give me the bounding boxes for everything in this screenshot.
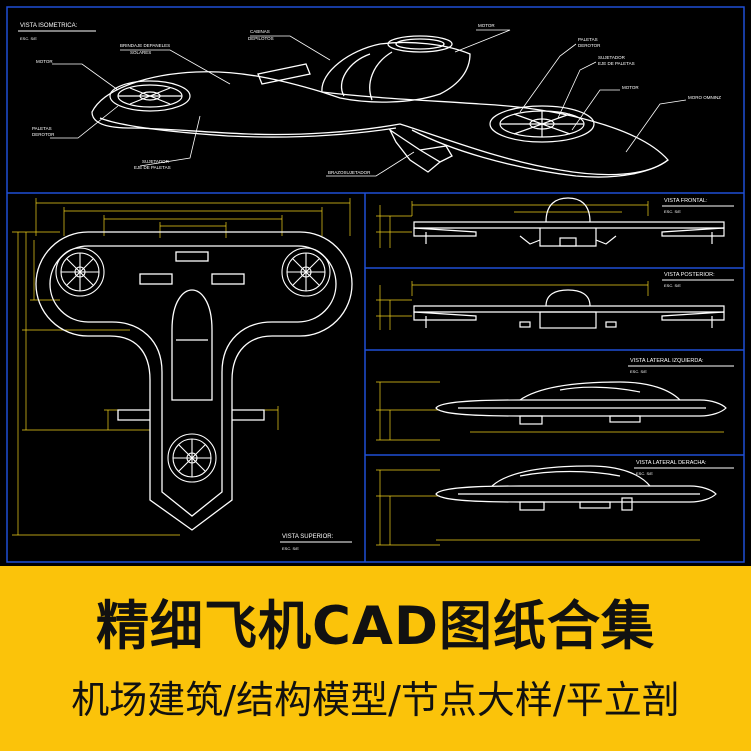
iso-title: VISTA ISOMETRICA:: [20, 23, 78, 29]
left-title: VISTA LATERAL IZQUIERDA:: [630, 358, 704, 364]
drawing-frames: [6, 6, 745, 563]
top-scale: ESC. S/E: [282, 546, 299, 551]
front-title: VISTA FRONTAL:: [664, 198, 708, 204]
label-paletas-l1: PALETAS: [32, 126, 52, 131]
right-scale: ESC. S/E: [636, 471, 653, 476]
iso-leaders: [50, 29, 687, 177]
label-cabin-2: DEPILOTOS: [248, 36, 274, 41]
label-solar-1: BRINDAJE DEPANELES: [120, 43, 170, 48]
label-sujetador-b1: SUJETADOR: [142, 159, 170, 164]
iso-scale: ESC. S/E: [20, 36, 37, 41]
isometric-view: VISTA ISOMETRICA: ESC. S/E: [18, 23, 721, 178]
left-aircraft: [435, 381, 727, 425]
iso-rotor-right: [489, 105, 595, 143]
label-motor-right: MOTOR: [622, 85, 639, 90]
front-aircraft: [413, 197, 725, 247]
left-dimensions: [376, 381, 724, 441]
rear-title: VISTA POSTERIOR:: [664, 272, 715, 278]
cad-drawing: VISTA ISOMETRICA: ESC. S/E: [6, 6, 745, 563]
label-paletas-r1: PALETAS: [578, 37, 598, 42]
left-scale: ESC. S/E: [630, 369, 647, 374]
label-brazo: BRAZOSUJETADOR: [328, 170, 371, 175]
rear-scale: ESC. S/E: [664, 283, 681, 288]
right-side-view: VISTA LATERAL DERACHA: ESC. S/E: [376, 460, 734, 546]
label-sujetador-r1: SUJETADOR: [598, 55, 626, 60]
label-paletas-l2: DEROTOR: [32, 132, 55, 137]
label-sujetador-r2: EJE DE PALETAS: [598, 61, 635, 66]
right-title: VISTA LATERAL DERACHA:: [636, 460, 707, 466]
top-view: VISTA SUPERIOR: ESC. S/E: [12, 198, 353, 551]
rear-view: VISTA POSTERIOR: ESC. S/E: [376, 272, 734, 330]
left-side-view: VISTA LATERAL IZQUIERDA: ESC. S/E: [376, 358, 734, 441]
title-banner: 精细飞机CAD图纸合集 机场建筑/结构模型/节点大样/平立剖: [0, 566, 751, 751]
top-rotor-right: [281, 247, 331, 297]
label-motor-left: MOTOR: [36, 59, 53, 64]
label-moro: MORO OMNINZ: [688, 95, 721, 100]
rear-aircraft: [413, 289, 725, 329]
iso-labels: MOTOR BRINDAJE DEPANELES SOLARES CABINAS…: [32, 23, 721, 175]
rear-dimensions: [376, 281, 649, 330]
label-cabin-1: CABINAS: [250, 29, 270, 34]
label-paletas-r2: DEROTOR: [578, 43, 601, 48]
front-view: VISTA FRONTAL: ESC. S/E: [376, 197, 734, 248]
top-rotor-tail: [167, 433, 217, 483]
top-title-block: VISTA SUPERIOR: ESC. S/E: [280, 534, 352, 551]
banner-subtitle: 机场建筑/结构模型/节点大样/平立剖: [71, 678, 680, 722]
front-dimensions: [376, 201, 649, 248]
label-sujetador-b2: EJE DE PALETAS: [134, 165, 171, 170]
top-title: VISTA SUPERIOR:: [282, 534, 334, 540]
iso-aircraft: [91, 35, 669, 178]
top-rotor-left: [55, 247, 105, 297]
label-solar-2: SOLARES: [130, 50, 151, 55]
top-view-aircraft: [35, 231, 353, 531]
right-dimensions: [376, 469, 700, 546]
iso-title-block: VISTA ISOMETRICA: ESC. S/E: [18, 23, 96, 41]
iso-rotor-left: [109, 80, 191, 112]
banner-title: 精细飞机CAD图纸合集: [96, 596, 655, 657]
front-scale: ESC. S/E: [664, 209, 681, 214]
label-motor-top: MOTOR: [478, 23, 495, 28]
right-aircraft: [435, 465, 717, 511]
